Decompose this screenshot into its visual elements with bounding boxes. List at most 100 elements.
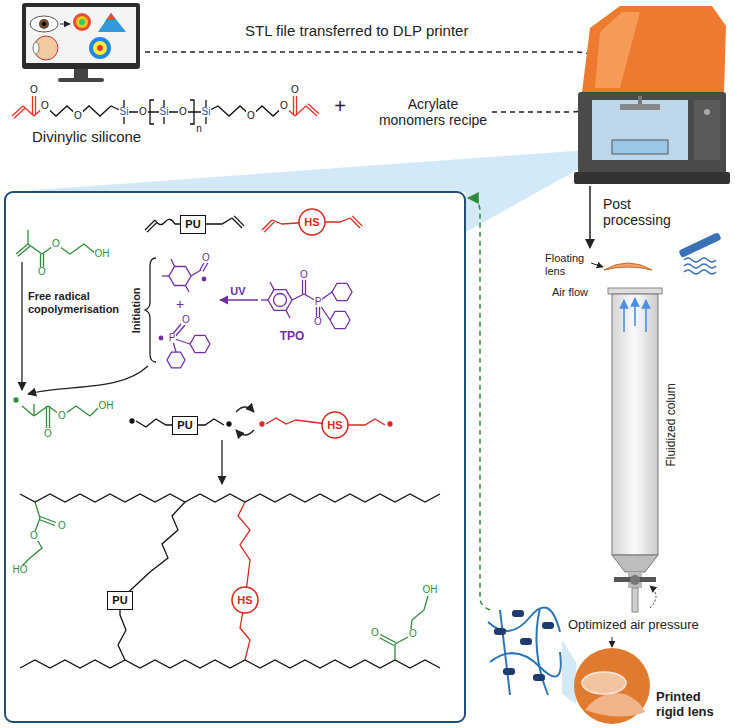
polymer-network — [22, 502, 428, 660]
atom-label: O — [178, 107, 188, 117]
atom-label: O — [29, 85, 39, 95]
silicone-structure — [150, 100, 154, 124]
network-icon — [512, 610, 524, 617]
radical-fragments — [203, 263, 208, 272]
hema-monomer — [16, 230, 96, 268]
text-label: Post processing — [603, 196, 681, 228]
radical-fragments — [159, 336, 163, 340]
atom-label: OH — [422, 585, 439, 595]
atom-label: O — [57, 411, 67, 421]
hema-radical — [14, 398, 98, 428]
polymer-network — [394, 644, 395, 660]
atom-label: O — [181, 315, 191, 325]
node-text: PU — [112, 594, 127, 606]
uv-lamp — [684, 264, 716, 268]
fluidized-column — [628, 572, 642, 588]
computer-monitor — [93, 41, 107, 55]
tpo-structure — [261, 299, 268, 300]
tpo-structure — [305, 280, 306, 294]
vertical-label: Initiation — [130, 287, 143, 333]
dlp-printer — [595, 12, 640, 88]
fluidized-column — [645, 300, 647, 332]
tpo-structure — [268, 290, 292, 311]
node-text: HS — [327, 419, 342, 431]
silicone-structure — [12, 96, 319, 118]
dlp-printer — [620, 104, 660, 110]
fluidized-column — [624, 298, 646, 332]
fluidized-column — [612, 294, 658, 555]
polymer-network — [20, 660, 440, 668]
text-label: Free radical copolymerisation — [28, 290, 132, 315]
atom-label: O — [43, 429, 53, 439]
atom-label: O — [37, 267, 47, 277]
silicone-structure — [190, 100, 194, 124]
computer-monitor — [34, 36, 58, 60]
fluidized-column — [632, 588, 638, 612]
tpo-structure — [330, 311, 350, 328]
tpo-structure — [292, 294, 304, 300]
hs-circle: HS — [231, 586, 259, 614]
reaction-arrow — [236, 430, 254, 435]
atom-label: P — [168, 333, 177, 343]
silicone-structure — [206, 106, 284, 116]
propagating-chains — [388, 422, 392, 426]
tpo-structure — [270, 282, 274, 290]
computer-monitor — [33, 42, 39, 54]
hema-monomer — [18, 246, 30, 256]
uv-lamp — [684, 258, 716, 262]
network-icon — [536, 608, 548, 695]
process-arrow — [590, 186, 591, 248]
pu-box: PU — [107, 591, 133, 610]
hs-circle: HS — [298, 208, 326, 236]
propagating-chains — [130, 418, 392, 427]
floating-lens — [591, 263, 652, 270]
hema-monomer — [28, 244, 42, 254]
hema-monomer — [40, 254, 41, 268]
uv-lamp — [684, 270, 716, 274]
silicone-structure — [296, 96, 297, 115]
green-dashed-link — [468, 198, 490, 610]
text-label: Floating lens — [545, 252, 597, 277]
radical-fragments — [190, 335, 210, 352]
computer-monitor — [22, 3, 140, 69]
silicone-structure — [45, 100, 284, 124]
silicone-structure — [308, 104, 319, 114]
fluidized-column — [608, 288, 662, 294]
atom-label: O — [29, 531, 39, 541]
dlp-printer — [694, 100, 720, 160]
computer-monitor — [106, 13, 116, 20]
reaction-panel — [5, 192, 465, 722]
pu-box: PU — [180, 215, 206, 234]
network-icon — [520, 638, 532, 645]
node-text: HS — [237, 594, 252, 606]
pu-monomer — [147, 222, 157, 232]
atom-label: O — [138, 107, 148, 117]
hs-circle-outline — [232, 587, 258, 613]
atom-label: O — [279, 101, 289, 111]
dlp-printer — [612, 140, 668, 154]
process-arrow — [589, 186, 591, 248]
network-icon — [542, 622, 554, 629]
computer-monitor — [97, 45, 103, 51]
tpo-structure — [332, 283, 352, 300]
atom-label: O — [370, 628, 380, 638]
dlp-printer — [578, 92, 726, 174]
fluidized-column — [650, 586, 656, 608]
pu-box: PU — [172, 416, 198, 435]
polymer-network — [39, 520, 55, 526]
network-icon — [500, 610, 510, 695]
reaction-arrow — [28, 366, 148, 394]
green-dashed-link — [468, 198, 490, 610]
fluidized-column — [623, 300, 625, 332]
dashed-arrow — [145, 52, 606, 112]
text-label: UV — [230, 285, 245, 298]
hema-radical — [46, 406, 47, 428]
hema-radical — [14, 398, 18, 402]
dlp-printer — [592, 100, 688, 160]
hs-monomer — [352, 216, 362, 226]
computer-monitor — [79, 19, 85, 25]
computer-monitor — [76, 16, 88, 28]
polymer-network — [40, 517, 56, 523]
atom-label: O — [246, 111, 256, 121]
network-icon — [494, 610, 554, 681]
